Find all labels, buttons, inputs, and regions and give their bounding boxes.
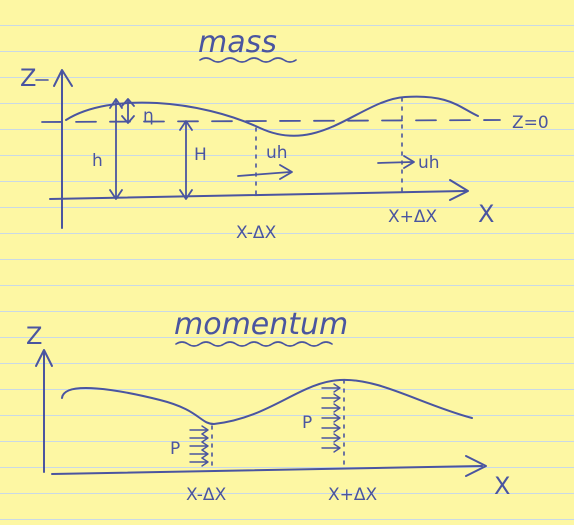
momentum-z-arrowhead [35,349,53,367]
mass-reference-level-label: Z=0 [512,113,549,133]
momentum-x-arrowhead [465,455,487,477]
eta-label: η [143,106,154,126]
pressure-left-arrows [189,425,209,467]
flux-right-arrow [377,161,413,164]
momentum-z-label: Z [26,322,42,350]
mass-x-axis [49,190,466,200]
momentum-panel: momentum Z X P X-ΔX P [26,307,510,505]
momentum-title-underline [175,341,333,347]
mass-reference-level [41,119,501,123]
mass-left-position-label: X-ΔX [236,223,277,243]
pressure-left-label: P [170,439,180,459]
flux-left-arrow [237,171,291,177]
flux-right-label: uh [418,153,440,173]
flux-left-arrowhead [279,164,293,180]
momentum-title: momentum [174,307,348,342]
momentum-x-label: X [494,472,510,500]
mass-panel: mass Z X Z=0 η h H uh X-ΔX [20,25,549,243]
momentum-x-axis [51,465,483,475]
momentum-left-position-label: X-ΔX [186,485,227,505]
flux-right-arrowhead [403,155,415,169]
total-depth-label: h [92,151,103,171]
mean-depth-arrowheads [179,120,193,200]
mean-depth-label: H [194,145,207,165]
mass-free-surface [65,95,479,137]
pressure-right-label: P [302,413,312,433]
total-depth-arrowheads [109,98,123,200]
momentum-right-position-label: X+ΔX [328,485,378,505]
mass-title-underline [199,57,297,63]
mass-z-arrowhead [53,69,73,87]
mass-right-position-label: X+ΔX [388,207,438,227]
momentum-free-surface [61,378,473,425]
mass-x-arrowhead [449,179,469,201]
flux-left-label: uh [266,143,288,163]
mass-x-label: X [478,200,494,228]
mass-title: mass [198,25,277,60]
pressure-right-arrows [321,383,341,453]
mass-z-label: Z [20,64,36,92]
eta-arrowheads [121,98,135,124]
